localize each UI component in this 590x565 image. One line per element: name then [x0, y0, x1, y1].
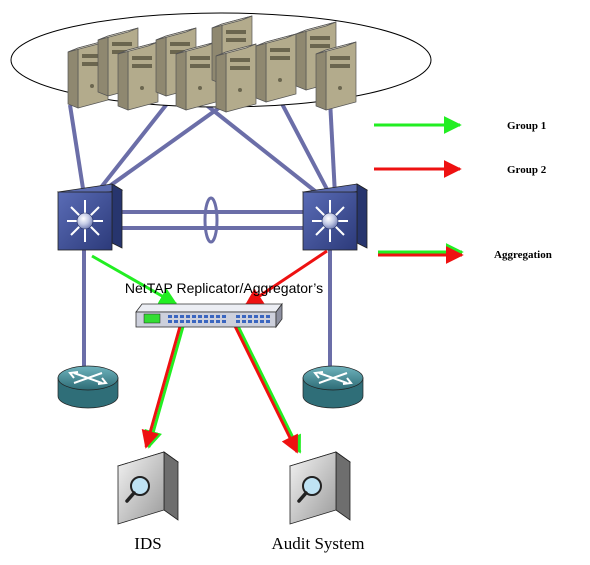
tap-to-audit-arrow [231, 321, 299, 454]
nettap-device [135, 302, 283, 329]
legend-group2-label: Group 2 [507, 164, 547, 176]
audit-appliance [289, 451, 351, 525]
left-router [57, 365, 119, 409]
server-icon [175, 41, 217, 111]
right-router [302, 365, 364, 409]
right-switch [301, 183, 369, 251]
server-icon [255, 33, 297, 103]
server-icon [315, 41, 357, 111]
server-farm [10, 12, 432, 113]
left-switch [56, 183, 124, 251]
tap-to-ids-arrow [141, 322, 183, 449]
ids-appliance [117, 451, 179, 525]
traffic-arrows [91, 249, 328, 454]
network-links [68, 98, 337, 370]
group2-to-tap-arrow [244, 249, 328, 307]
legend-aggregation-label: Aggregation [494, 249, 552, 261]
group1-to-tap-arrow [91, 254, 178, 306]
tap-label: NetTAP Replicator/Aggregator’s [125, 280, 323, 296]
magnifier-appliance-icon [125, 476, 150, 503]
link-bundle-ring [203, 196, 219, 244]
server-icon [117, 41, 159, 111]
legend: Group 1 Group 2 Aggregation [374, 116, 552, 264]
legend-group1-label: Group 1 [507, 120, 546, 132]
audit-label: Audit System [271, 534, 364, 553]
ids-label: IDS [134, 534, 161, 553]
magnifier-appliance-icon [297, 476, 322, 503]
server-icon [215, 43, 257, 113]
